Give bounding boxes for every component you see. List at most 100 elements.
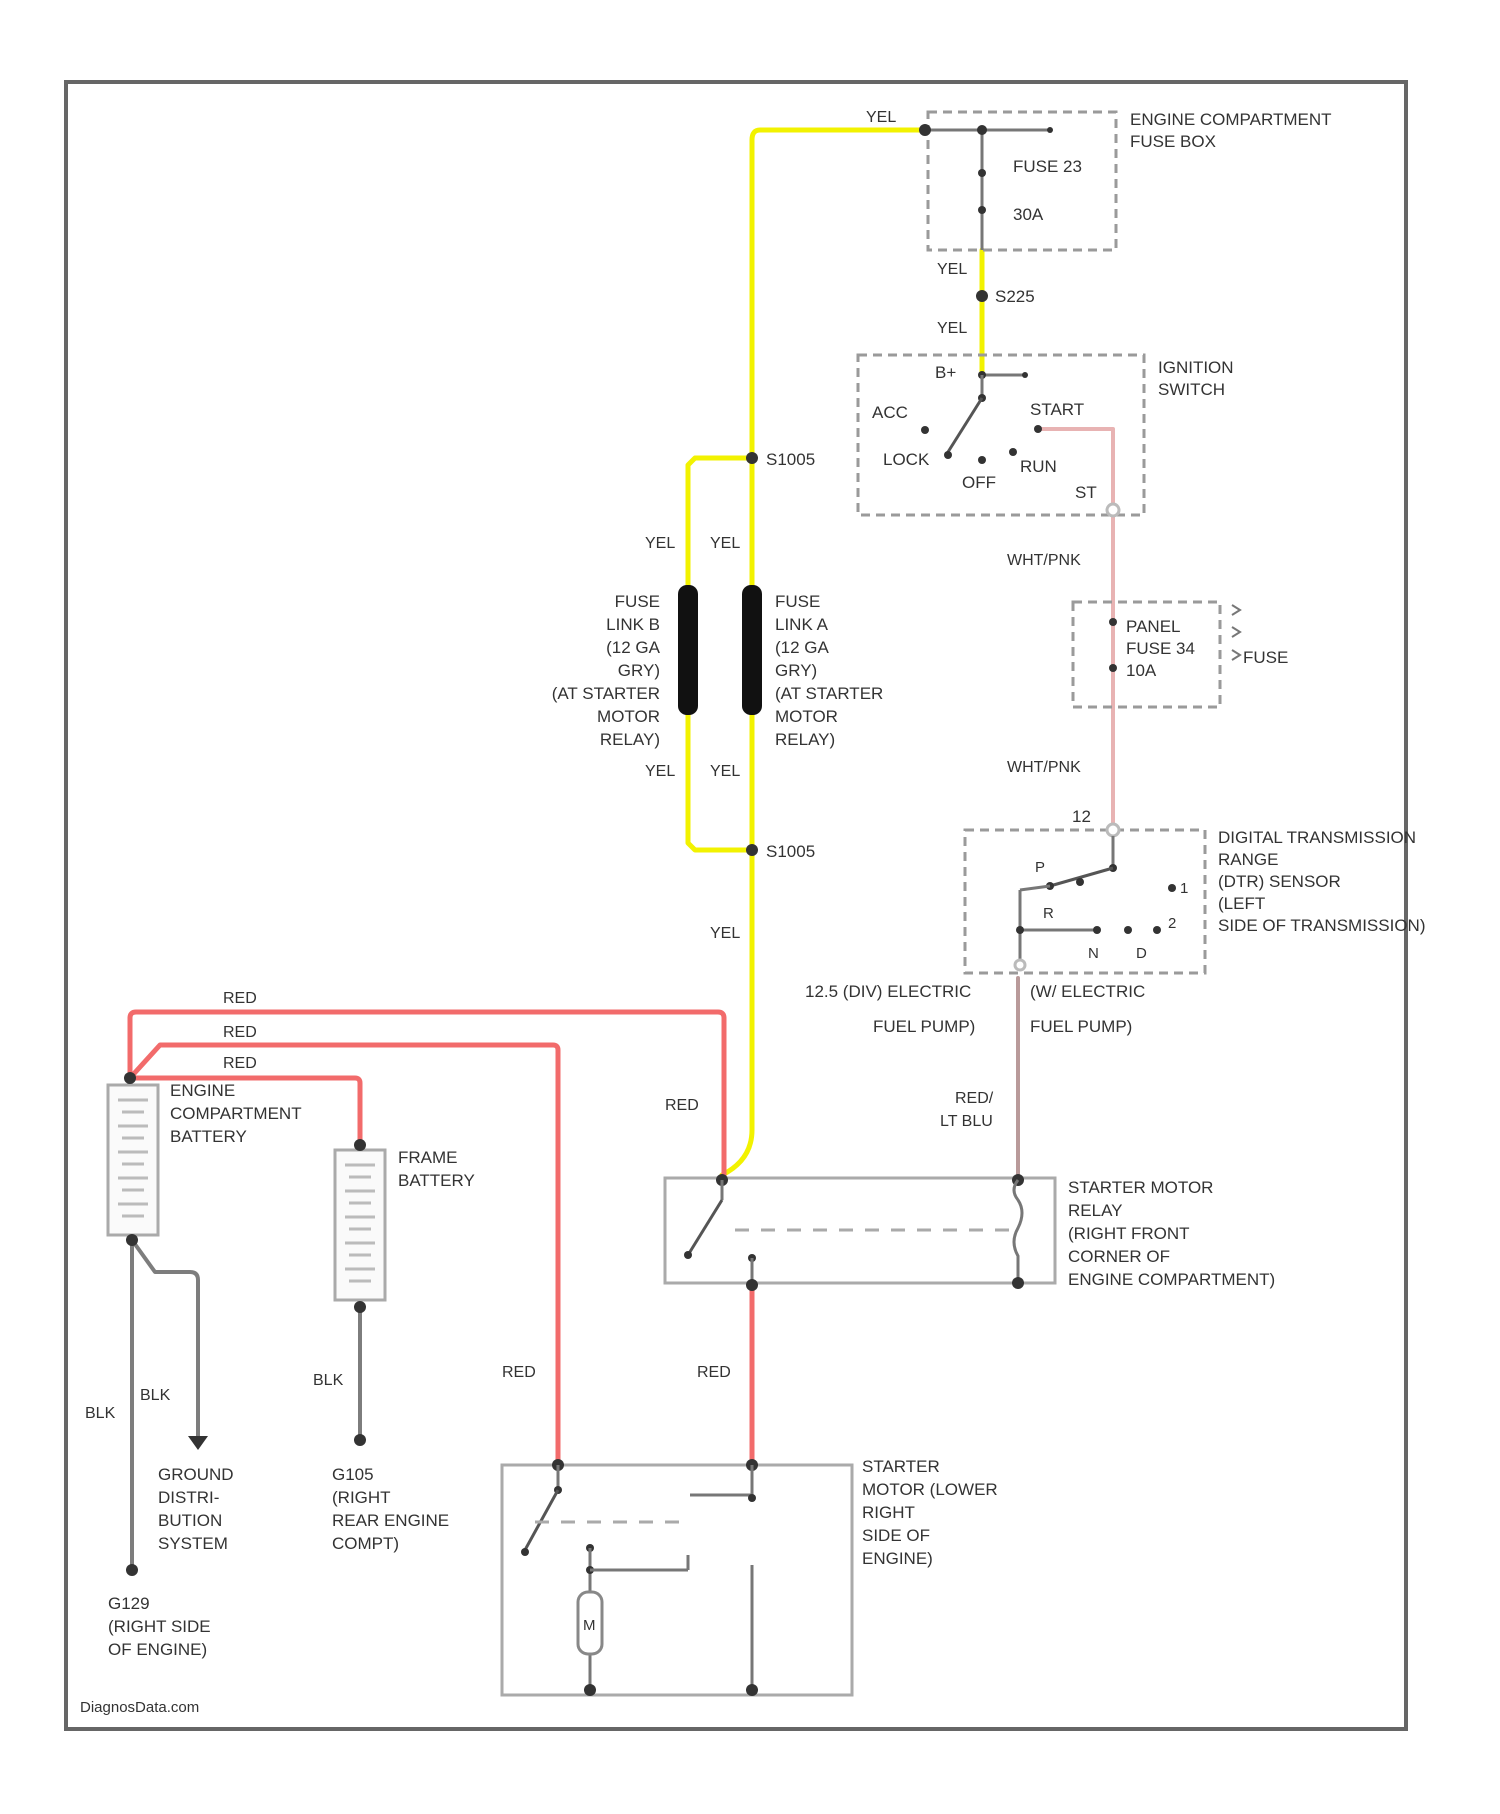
ground-g105: G105 (RIGHT REAR ENGINE COMPT) <box>332 1434 449 1553</box>
panel-fuse-label-1: PANEL <box>1126 617 1181 636</box>
dtr-label-4: (LEFT <box>1218 894 1265 913</box>
wire-label-yel-b-bottom: YEL <box>645 763 675 780</box>
wire-label-blk-1: BLK <box>85 1405 116 1422</box>
svg-text:(RIGHT: (RIGHT <box>332 1488 391 1507</box>
svg-text:SIDE OF: SIDE OF <box>862 1526 930 1545</box>
wire-label-yel-s225-below: YEL <box>937 320 967 337</box>
panel-fuse-label-2: FUSE 34 <box>1126 639 1195 658</box>
svg-text:GROUND: GROUND <box>158 1465 234 1484</box>
dtr-n: N <box>1088 945 1099 962</box>
fuse-link-a-body <box>742 585 762 715</box>
ign-start: START <box>1030 400 1084 419</box>
svg-text:(AT STARTER: (AT STARTER <box>552 684 660 703</box>
dtr-1: 1 <box>1180 880 1188 897</box>
fuel-pump-left-2: FUEL PUMP) <box>873 1017 975 1036</box>
fuse-box-label-2: FUSE BOX <box>1130 132 1216 151</box>
svg-text:OF ENGINE): OF ENGINE) <box>108 1640 207 1659</box>
svg-text:GRY): GRY) <box>775 661 817 680</box>
splice-s1005-bottom-label: S1005 <box>766 842 815 861</box>
dtr-pin-12: 12 <box>1072 807 1091 826</box>
panel-fuse-label-3: 10A <box>1126 661 1157 680</box>
ignition-label-1: IGNITION <box>1158 358 1234 377</box>
starter-motor: M STARTER MOTOR (LOWER RIGHT SIDE OF ENG… <box>502 1457 998 1696</box>
ign-acc: ACC <box>872 403 908 422</box>
splice-s225-label: S225 <box>995 287 1035 306</box>
svg-text:BATTERY: BATTERY <box>170 1127 247 1146</box>
svg-text:G105: G105 <box>332 1465 374 1484</box>
svg-text:FUSE: FUSE <box>775 592 820 611</box>
dtr-2: 2 <box>1168 915 1176 932</box>
wire-label-wht-pnk-1: WHT/PNK <box>1007 552 1081 569</box>
ign-off: OFF <box>962 473 996 492</box>
fuse-link-b-body <box>678 585 698 715</box>
svg-text:LINK A: LINK A <box>775 615 829 634</box>
wire-label-red-starter-right: RED <box>697 1364 731 1381</box>
ignition-label-2: SWITCH <box>1158 380 1225 399</box>
svg-text:STARTER MOTOR: STARTER MOTOR <box>1068 1178 1213 1197</box>
svg-text:LINK B: LINK B <box>606 615 660 634</box>
svg-text:MOTOR (LOWER: MOTOR (LOWER <box>862 1480 998 1499</box>
frame-battery: FRAME BATTERY <box>335 1139 475 1313</box>
svg-text:DISTRI-: DISTRI- <box>158 1488 219 1507</box>
wire-label-yel-s225-above: YEL <box>937 261 967 278</box>
svg-text:FRAME: FRAME <box>398 1148 458 1167</box>
svg-text:FUSE: FUSE <box>615 592 660 611</box>
svg-text:RELAY): RELAY) <box>775 730 835 749</box>
fuel-pump-right-2: FUEL PUMP) <box>1030 1017 1132 1036</box>
wire-label-red-lt-blu-2: LT BLU <box>940 1113 993 1130</box>
svg-text:MOTOR: MOTOR <box>775 707 838 726</box>
splice-s225 <box>976 290 988 302</box>
svg-text:ENGINE COMPARTMENT): ENGINE COMPARTMENT) <box>1068 1270 1275 1289</box>
wire-label-blk-3: BLK <box>313 1372 344 1389</box>
ign-lock: LOCK <box>883 450 930 469</box>
fuse-box-label-1: ENGINE COMPARTMENT <box>1130 110 1332 129</box>
ground-distribution-system: GROUND DISTRI- BUTION SYSTEM <box>158 1436 234 1553</box>
svg-text:RELAY: RELAY <box>1068 1201 1123 1220</box>
svg-text:SYSTEM: SYSTEM <box>158 1534 228 1553</box>
wire-label-red-relay: RED <box>665 1097 699 1114</box>
svg-text:RELAY): RELAY) <box>600 730 660 749</box>
svg-text:ENGINE): ENGINE) <box>862 1549 933 1568</box>
wire-label-red-2: RED <box>223 1024 257 1041</box>
svg-text:ENGINE: ENGINE <box>170 1081 235 1100</box>
wire-label-yel-a-top: YEL <box>710 535 740 552</box>
svg-text:(RIGHT FRONT: (RIGHT FRONT <box>1068 1224 1190 1243</box>
splice-s1005-top-label: S1005 <box>766 450 815 469</box>
wire-label-yel-top: YEL <box>866 109 896 126</box>
svg-text:REAR ENGINE: REAR ENGINE <box>332 1511 449 1530</box>
panel-fuse-34: PANEL FUSE 34 10A FUSE <box>1073 602 1288 707</box>
wire-label-yel-a-bottom: YEL <box>710 763 740 780</box>
ground-g129: G129 (RIGHT SIDE OF ENGINE) <box>108 1564 211 1659</box>
watermark: DiagnosData.com <box>80 1699 199 1716</box>
svg-text:BATTERY: BATTERY <box>398 1171 475 1190</box>
fuse-link-a-label: FUSE LINK A (12 GA GRY) (AT STARTER MOTO… <box>775 592 883 749</box>
svg-text:COMPARTMENT: COMPARTMENT <box>170 1104 302 1123</box>
svg-text:GRY): GRY) <box>618 661 660 680</box>
svg-text:MOTOR: MOTOR <box>597 707 660 726</box>
dtr-label-3: (DTR) SENSOR <box>1218 872 1341 891</box>
dtr-p: P <box>1035 859 1045 876</box>
wires <box>130 130 1113 1570</box>
splice-s1005-top <box>746 452 758 464</box>
svg-text:(12 GA: (12 GA <box>775 638 830 657</box>
dtr-label-5: SIDE OF TRANSMISSION) <box>1218 916 1426 935</box>
wire-label-blk-2: BLK <box>140 1387 171 1404</box>
svg-text:RIGHT: RIGHT <box>862 1503 915 1522</box>
ignition-switch: B+ ACC START LOCK OFF RUN ST IGNITION SW… <box>858 355 1234 516</box>
fuel-pump-left-1: 12.5 (DIV) ELECTRIC <box>805 982 971 1001</box>
dtr-label-1: DIGITAL TRANSMISSION <box>1218 828 1416 847</box>
svg-text:BUTION: BUTION <box>158 1511 222 1530</box>
engine-compartment-battery: ENGINE COMPARTMENT BATTERY <box>108 1072 302 1246</box>
wire-label-red-starter-left: RED <box>502 1364 536 1381</box>
ign-st: ST <box>1075 483 1097 502</box>
dtr-sensor: 12 P R N D 2 1 DIGITAL TRANSMISSION RANG… <box>965 807 1426 973</box>
ign-bplus: B+ <box>935 363 956 382</box>
svg-text:(12 GA: (12 GA <box>606 638 661 657</box>
wire-blk-distribution <box>132 1240 198 1440</box>
fuse23-label-2: 30A <box>1013 205 1044 224</box>
svg-text:G129: G129 <box>108 1594 150 1613</box>
wire-label-yel-b-top: YEL <box>645 535 675 552</box>
wire-label-red-1: RED <box>223 990 257 1007</box>
svg-text:(AT STARTER: (AT STARTER <box>775 684 883 703</box>
